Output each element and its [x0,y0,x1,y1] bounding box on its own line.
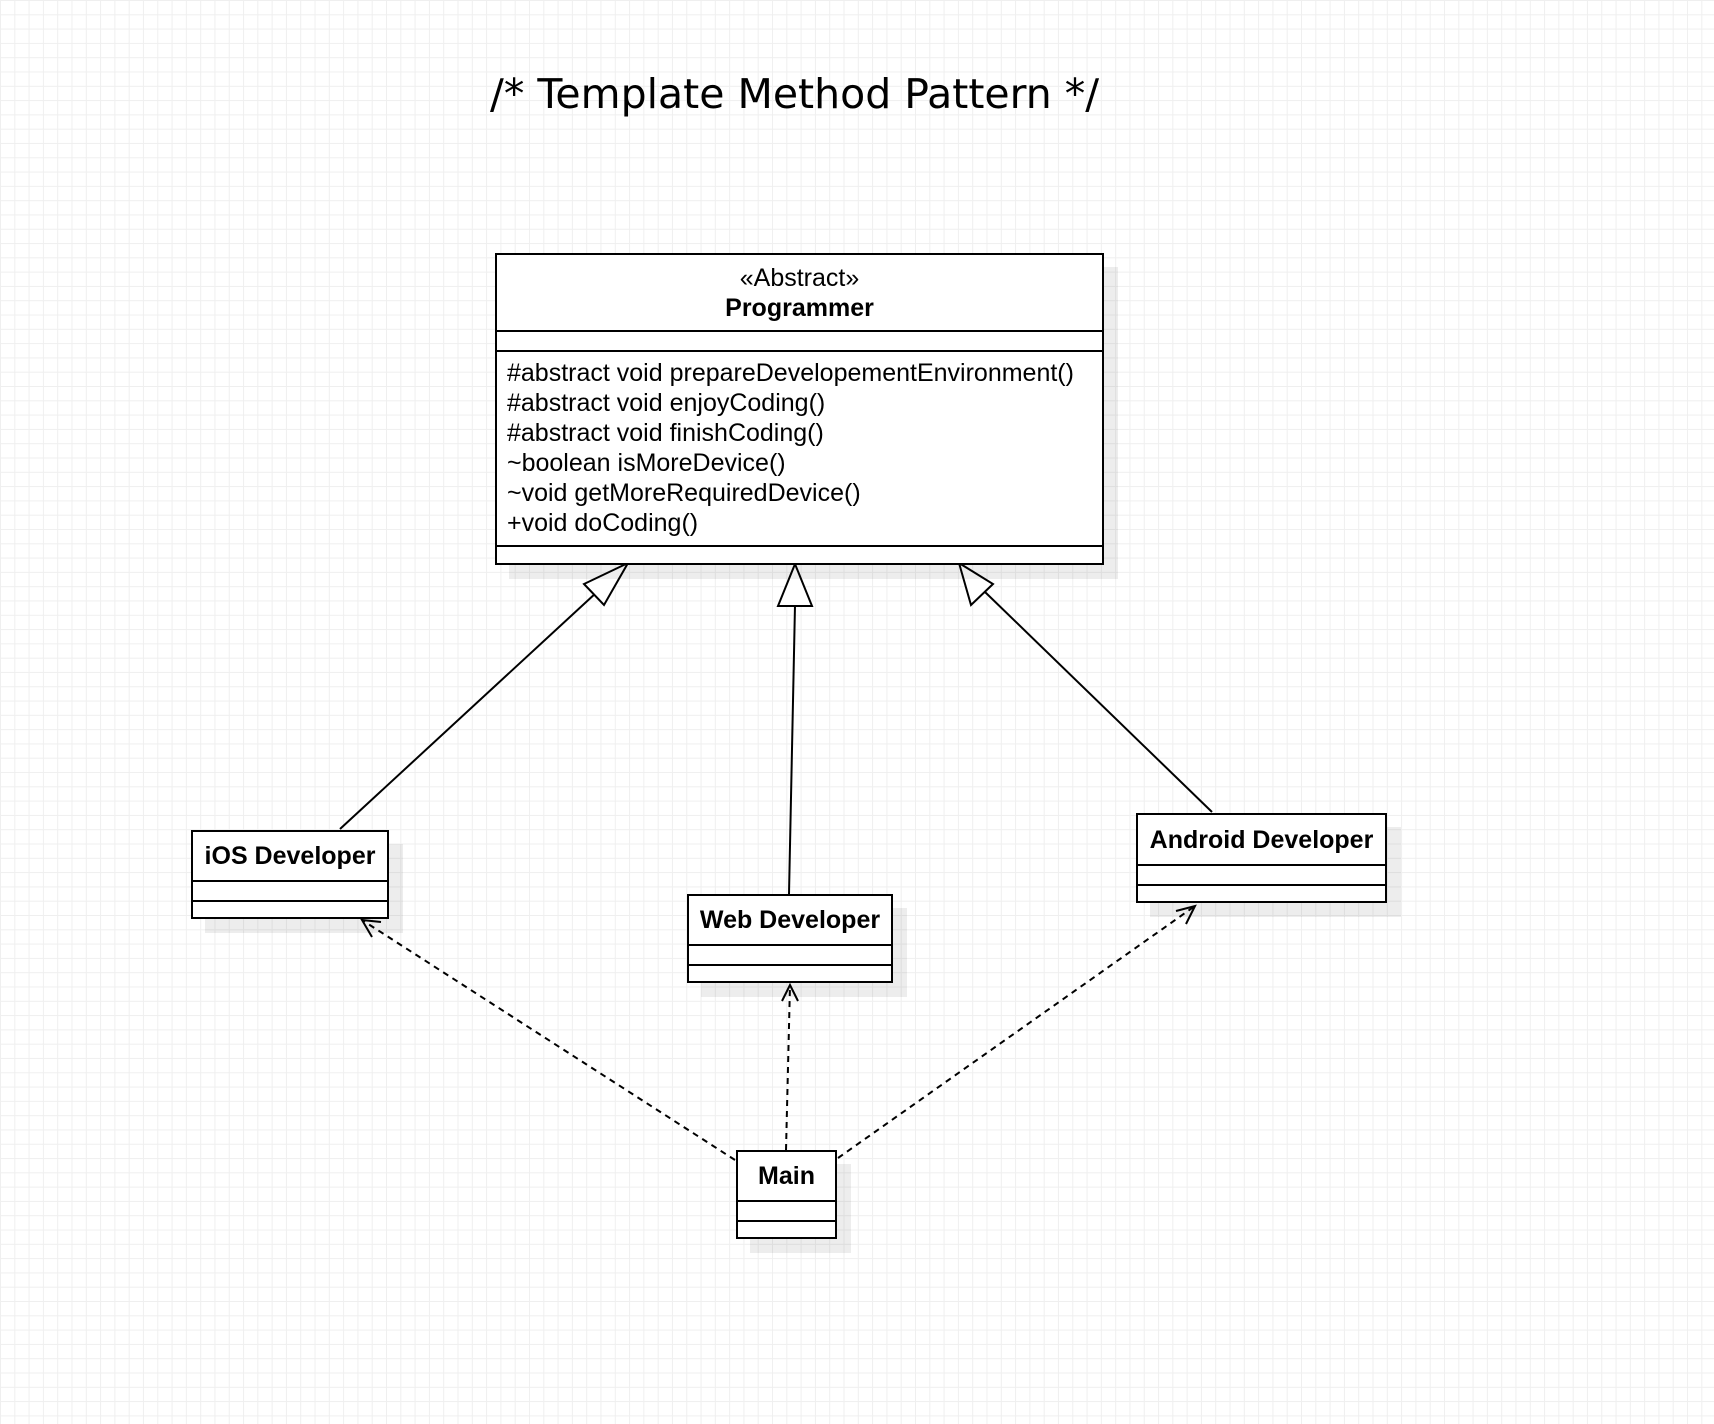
class-ios-developer[interactable]: iOS Developer [191,830,389,919]
attribute-section [689,946,891,966]
class-header: iOS Developer [193,832,387,882]
class-android-developer[interactable]: Android Developer [1136,813,1387,903]
class-web-developer[interactable]: Web Developer [687,894,893,983]
dependency-main-ios [360,918,736,1161]
class-name: Web Developer [699,906,881,934]
class-header: Android Developer [1138,815,1385,866]
generalization-web-programmer [776,561,814,895]
method-item: ~boolean isMoreDevice() [507,449,786,477]
method-item: #abstract void finishCoding() [507,419,824,447]
class-main[interactable]: Main [736,1150,837,1239]
class-stereotype: «Abstract» [739,263,860,292]
attribute-section [738,1202,835,1222]
dependency-main-android [837,904,1197,1159]
class-header: Web Developer [689,896,891,946]
diagram-title: /* Template Method Pattern */ [490,70,1100,118]
class-name: iOS Developer [204,842,376,870]
method-item: #abstract void enjoyCoding() [507,389,826,417]
class-header: Main [738,1152,835,1202]
attribute-section [193,882,387,902]
generalization-android-programmer [957,560,1213,813]
method-section: #abstract void prepareDevelopementEnviro… [497,352,1102,547]
class-name: Android Developer [1149,825,1374,854]
dependency-main-web [781,982,799,1151]
attribute-section [1138,866,1385,886]
class-header: «Abstract» Programmer [497,255,1102,332]
class-name: Main [758,1162,815,1190]
method-item: ~void getMoreRequiredDevice() [507,479,861,507]
attribute-section [497,332,1102,352]
method-item: +void doCoding() [507,509,699,537]
generalization-ios-programmer [339,560,631,830]
method-item: #abstract void prepareDevelopementEnviro… [507,359,1074,387]
class-name: Programmer [725,293,874,322]
class-programmer[interactable]: «Abstract» Programmer #abstract void pre… [495,253,1104,565]
